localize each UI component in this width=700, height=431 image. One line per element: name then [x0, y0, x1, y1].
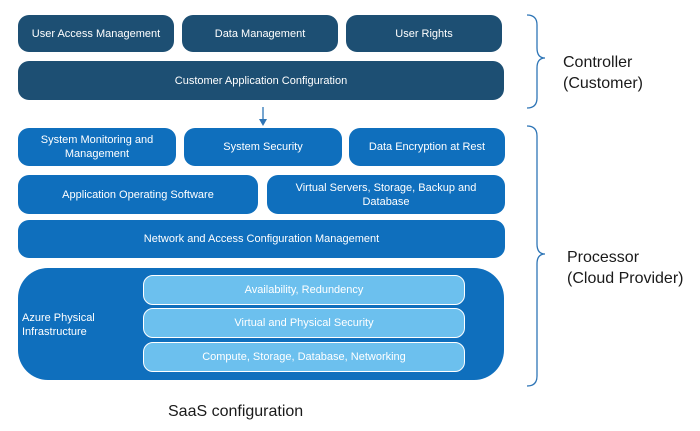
system-monitoring-box: System Monitoring and Management — [18, 128, 176, 166]
system-security-box: System Security — [184, 128, 342, 166]
processor-label-line2: (Cloud Provider) — [567, 270, 684, 287]
controller-bracket — [526, 14, 546, 109]
virtual-servers-box: Virtual Servers, Storage, Backup and Dat… — [267, 175, 505, 214]
data-encryption-box: Data Encryption at Rest — [349, 128, 505, 166]
processor-label-line1: Processor — [567, 249, 640, 266]
controller-label-line2: (Customer) — [563, 75, 644, 92]
processor-label: Processor (Cloud Provider) — [567, 247, 683, 289]
user-rights-box: User Rights — [346, 15, 502, 52]
controller-label-line1: Controller — [563, 54, 633, 71]
application-operating-software-box: Application Operating Software — [18, 175, 258, 214]
virtual-physical-security-box: Virtual and Physical Security — [143, 308, 465, 338]
processor-bracket — [526, 125, 546, 387]
controller-label: Controller (Customer) — [563, 52, 643, 94]
network-access-configuration-box: Network and Access Configuration Managem… — [18, 220, 505, 258]
azure-physical-infrastructure-label: Azure Physical Infrastructure — [22, 312, 95, 338]
availability-redundancy-box: Availability, Redundency — [143, 275, 465, 305]
customer-application-configuration-box: Customer Application Configuration — [18, 61, 504, 100]
arrow-down-icon — [259, 107, 267, 126]
compute-storage-box: Compute, Storage, Database, Networking — [143, 342, 465, 372]
data-management-box: Data Management — [182, 15, 338, 52]
diagram-caption: SaaS configuration — [168, 403, 304, 420]
user-access-management-box: User Access Management — [18, 15, 174, 52]
